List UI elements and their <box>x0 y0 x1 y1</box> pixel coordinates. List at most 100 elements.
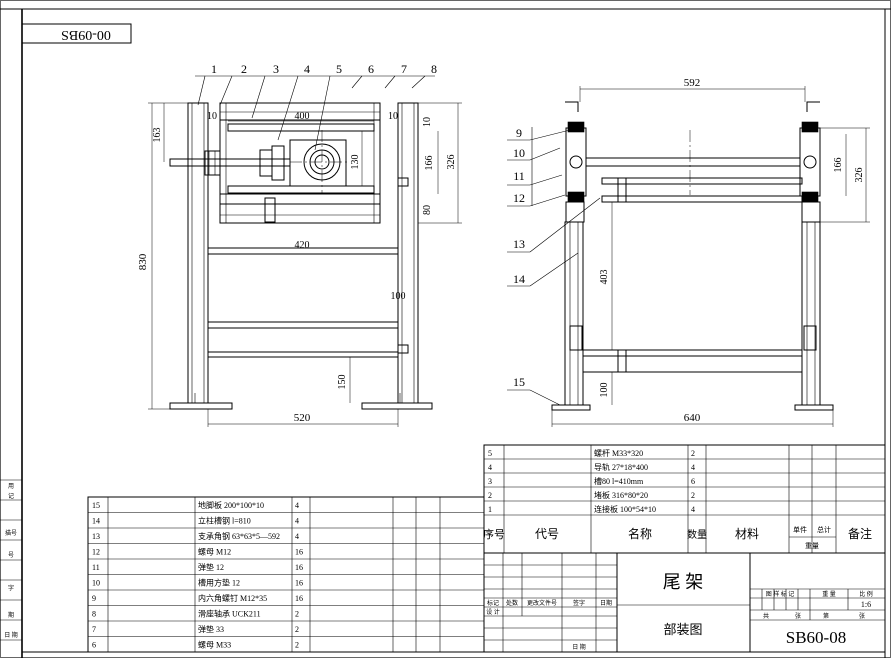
margin-label: 用 <box>8 483 14 490</box>
date-label: 日 期 <box>572 643 586 651</box>
sheet-total-label: 共 <box>763 612 769 620</box>
bom-left-no: 9 <box>92 594 96 603</box>
side-view: 9 10 11 12 13 14 15 <box>507 77 870 427</box>
dim-420: 420 <box>295 240 310 251</box>
bom-left-qty: 4 <box>295 517 299 526</box>
bom-left-no: 14 <box>92 517 100 526</box>
dim-400: 400 <box>295 111 310 122</box>
dim-640: 640 <box>684 412 701 424</box>
left-margin-strip: 用 记 描号 号 字 期 日 期 <box>0 479 22 641</box>
balloon-10: 10 <box>513 146 525 160</box>
bom-right-no: 4 <box>488 463 492 472</box>
bom-right-name: 连接板 100*54*10 <box>594 504 656 514</box>
code-stamp: 00-09BS <box>21 23 132 44</box>
balloon-7: 7 <box>401 62 407 76</box>
bom-left-name: 弹垫 12 <box>198 562 224 572</box>
bom-right-name: 螺杆 M33*320 <box>594 448 643 458</box>
bom-left-no: 13 <box>92 532 100 541</box>
dim-80: 80 <box>422 205 433 215</box>
balloon-2: 2 <box>241 62 247 76</box>
drawing-number: SB60-08 <box>786 628 846 647</box>
bom-right-qty: 2 <box>691 491 695 500</box>
bom-header-qty: 数量 <box>687 528 707 541</box>
dim-520: 520 <box>294 412 311 424</box>
title-block: 标记 处数 更改文件号 签字 日期 设 计 日 期 尾 架 部装图 图 样 标 … <box>484 553 885 652</box>
sheet-label: 张 <box>795 612 801 620</box>
front-view: 1 2 3 4 5 6 7 8 <box>137 62 462 427</box>
rev-label-date: 日期 <box>600 599 612 607</box>
balloon-4: 4 <box>304 62 310 76</box>
bom-left-qty: 16 <box>295 563 303 572</box>
bom-left-name: 弹垫 33 <box>198 624 224 634</box>
bom-left: 15 地脚板 200*100*10 4 14 立柱槽钢 l=810 4 13 支… <box>87 496 485 653</box>
weight-label: 重 量 <box>822 590 836 598</box>
bom-left-name: 内六角螺钉 M12*35 <box>198 593 267 603</box>
balloon-12: 12 <box>513 191 525 205</box>
rev-label-sign: 签字 <box>573 599 585 607</box>
bom-left-no: 12 <box>92 548 100 557</box>
bom-left-qty: 2 <box>295 641 299 650</box>
margin-label: 字 <box>8 584 14 592</box>
dim-403: 403 <box>599 270 610 285</box>
balloon-11: 11 <box>513 169 525 183</box>
bom-right-qty: 4 <box>691 505 695 514</box>
bom-left-qty: 16 <box>295 579 303 588</box>
bom-left-no: 11 <box>92 563 100 572</box>
bom-left-name: 螺母 M12 <box>198 547 231 557</box>
rev-label-mark: 标记 <box>487 599 499 607</box>
scale-label: 比 例 <box>859 590 873 598</box>
bom-left-qty: 4 <box>295 532 299 541</box>
bom-right-qty: 4 <box>691 463 695 472</box>
bom-left-name: 地脚板 200*100*10 <box>198 500 264 510</box>
dim-166-side: 166 <box>833 158 844 173</box>
dim-326-side: 326 <box>854 168 865 183</box>
balloon-15: 15 <box>513 375 525 389</box>
dim-592: 592 <box>684 77 701 89</box>
bom-right-no: 1 <box>488 505 492 514</box>
drawing-title: 尾 架 <box>663 572 704 592</box>
design-label: 设 计 <box>486 608 500 616</box>
rev-label-doc: 更改文件号 <box>527 599 557 607</box>
margin-label: 日 期 <box>4 631 18 639</box>
bom-left-name: 螺母 M33 <box>198 640 231 650</box>
bom-right-no: 5 <box>488 449 492 458</box>
bom-left-qty: 4 <box>295 501 299 510</box>
dim-326: 326 <box>446 155 457 170</box>
bom-left-no: 15 <box>92 501 100 510</box>
bom-header-unit: 单件 <box>793 525 807 534</box>
dim-10-right: 10 <box>388 111 398 122</box>
dim-100: 100 <box>391 291 406 302</box>
bom-left-no: 7 <box>92 625 96 634</box>
bom-left-qty: 2 <box>295 610 299 619</box>
bom-left-no: 6 <box>92 641 96 650</box>
stage-label: 图 样 标 记 <box>766 590 795 598</box>
dim-166: 166 <box>424 156 435 171</box>
sheet-no-label: 第 <box>823 612 829 620</box>
rev-label-count: 处数 <box>506 599 518 607</box>
bom-left-no: 8 <box>92 610 96 619</box>
bom-right-name: 槽80 l=410mm <box>594 476 644 486</box>
bom-right-name: 堵板 316*80*20 <box>594 490 648 500</box>
balloons-left: 1 2 3 4 5 6 7 8 <box>195 62 437 151</box>
bom-left-no: 10 <box>92 579 100 588</box>
balloon-14: 14 <box>513 272 525 286</box>
bom-left-name: 立柱槽钢 l=810 <box>198 516 251 526</box>
bom-left-name: 支承角钢 63*63*5—592 <box>198 531 280 541</box>
margin-label: 期 <box>8 611 14 619</box>
bom-header-code: 代号 <box>535 527 559 541</box>
dim-130: 130 <box>350 155 361 170</box>
dim-163: 163 <box>152 128 163 143</box>
balloon-13: 13 <box>513 237 525 251</box>
code-stamp-text: 00-09BS <box>61 27 111 42</box>
dim-150: 150 <box>337 375 348 390</box>
balloon-9: 9 <box>516 126 522 140</box>
balloon-8: 8 <box>431 62 437 76</box>
margin-label: 记 <box>8 493 14 500</box>
balloon-6: 6 <box>368 62 374 76</box>
bom-header-name: 名称 <box>628 526 652 541</box>
bom-right-no: 3 <box>488 477 492 486</box>
bom-header-weight: 重量 <box>805 542 819 550</box>
bom-header-material: 材料 <box>735 527 759 541</box>
margin-label: 号 <box>8 552 14 559</box>
